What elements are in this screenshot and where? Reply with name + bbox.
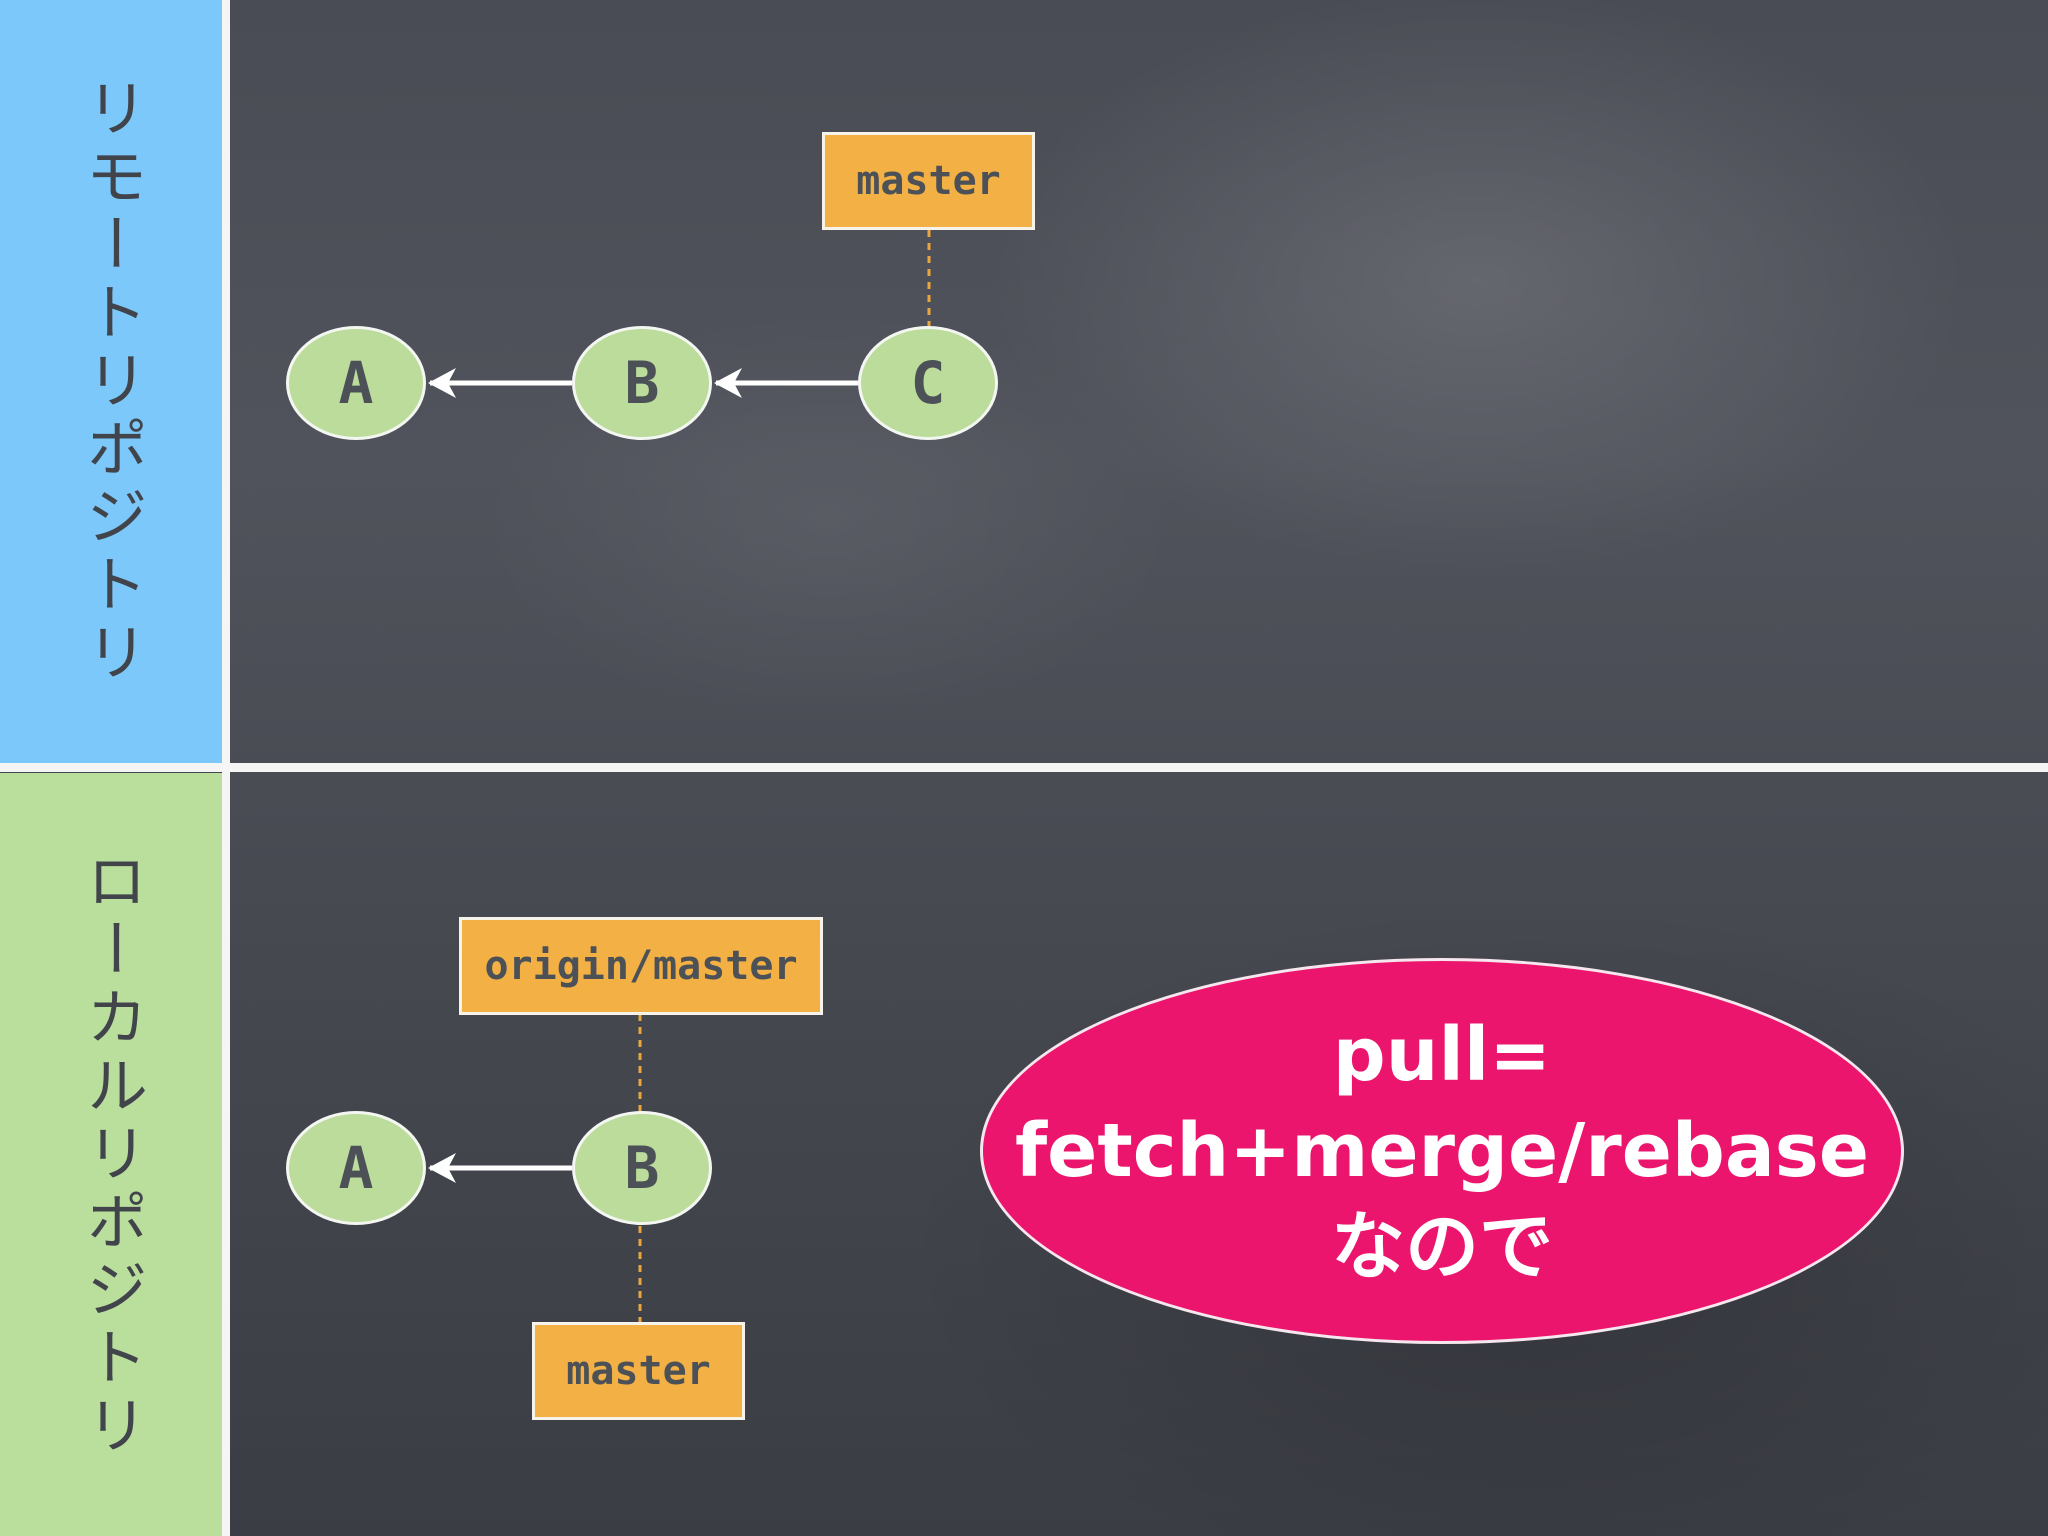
remote-commit-a: A <box>286 326 426 440</box>
remote-arrowhead-b <box>714 368 742 398</box>
remote-repository-label: リモートリポジトリ <box>75 75 148 688</box>
local-repository-label: ローカルリポジトリ <box>75 848 148 1461</box>
local-arrowhead-a <box>428 1153 456 1183</box>
horizontal-divider <box>0 763 2048 772</box>
local-commit-b: B <box>572 1111 712 1225</box>
remote-arrowhead-a <box>428 368 456 398</box>
remote-commit-b: B <box>572 326 712 440</box>
remote-repository-panel: リモートリポジトリ <box>0 0 222 763</box>
remote-master-tag: master <box>822 132 1035 230</box>
pull-explanation-callout: pull= fetch+merge/rebase なので <box>980 958 1904 1344</box>
local-master-tag: master <box>532 1322 745 1420</box>
callout-line-1: pull= <box>1332 1012 1552 1098</box>
callout-line-2: fetch+merge/rebase <box>1014 1108 1870 1194</box>
local-commit-a: A <box>286 1111 426 1225</box>
local-repository-panel: ローカルリポジトリ <box>0 773 222 1536</box>
callout-line-3: なので <box>1331 1204 1553 1290</box>
local-origin-master-tag: origin/master <box>459 917 823 1015</box>
remote-commit-c: C <box>858 326 998 440</box>
